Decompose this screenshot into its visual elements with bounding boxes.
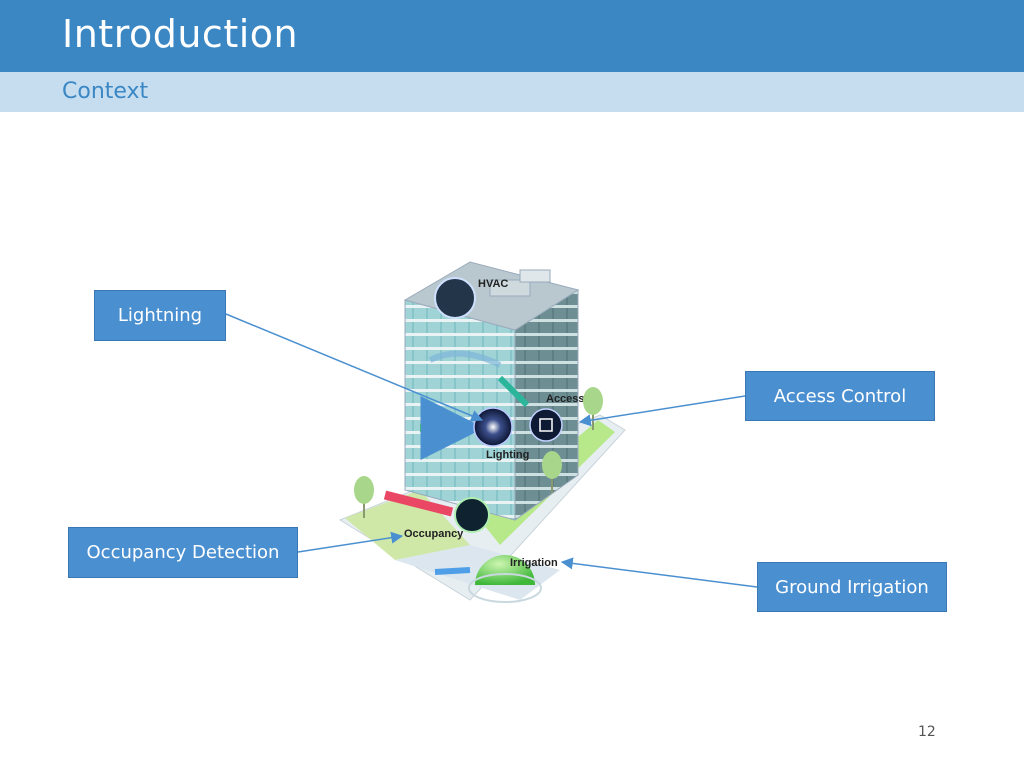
access-label: Access xyxy=(546,393,585,405)
callout-ground-irrigation: Ground Irrigation xyxy=(757,562,947,612)
title-bar xyxy=(0,0,1024,72)
hvac-icon xyxy=(434,277,476,319)
lighting-icon xyxy=(473,407,513,447)
tree-right xyxy=(583,387,603,430)
occupancy-icon xyxy=(454,497,490,533)
connector-occupancy xyxy=(297,531,404,553)
access-icon xyxy=(529,408,563,442)
lighting-label: Lighting xyxy=(486,449,529,461)
callout-lightning: Lightning xyxy=(94,290,226,341)
irrigation-dome-icon xyxy=(475,555,535,585)
hvac-label: HVAC xyxy=(478,278,508,290)
irrigation-label: Irrigation xyxy=(510,557,558,569)
blue-flow-arrow xyxy=(434,567,471,575)
slide-title: Introduction xyxy=(62,12,299,56)
lawn-left xyxy=(345,490,470,560)
subtitle-bar xyxy=(0,72,1024,112)
callout-access-control: Access Control xyxy=(745,371,935,421)
slide-subtitle: Context xyxy=(62,79,149,104)
tree-left xyxy=(354,476,374,518)
occupancy-label: Occupancy xyxy=(404,528,464,540)
callout-occupancy-detection: Occupancy Detection xyxy=(68,527,298,578)
connector-access-control xyxy=(578,395,746,427)
red-flow-arrow xyxy=(383,490,454,517)
tree-middle xyxy=(542,451,562,493)
connector-irrigation xyxy=(560,557,758,588)
page-number: 12 xyxy=(918,724,936,740)
connector-lightning xyxy=(225,313,484,422)
teal-flow-arrow xyxy=(497,375,530,408)
